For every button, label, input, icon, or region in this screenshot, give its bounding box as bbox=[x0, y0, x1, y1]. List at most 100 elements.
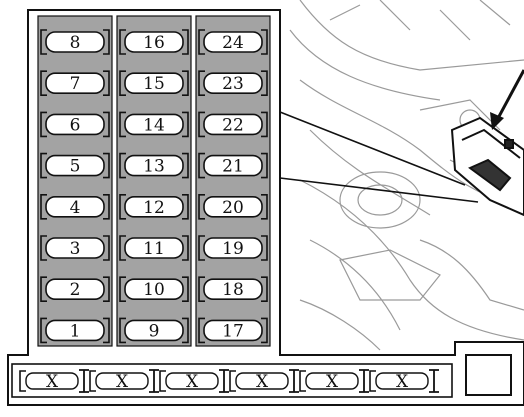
relay-body bbox=[305, 372, 359, 390]
fuse-slot: 11 bbox=[119, 235, 189, 261]
fuse-number: 17 bbox=[222, 321, 244, 341]
fuse-clip-left bbox=[40, 70, 47, 96]
relay-body bbox=[235, 372, 289, 390]
fuse-number: 8 bbox=[70, 33, 81, 53]
relay-slot: X bbox=[159, 369, 229, 393]
fuse-number: 1 bbox=[70, 321, 81, 341]
fuse-slot: 7 bbox=[40, 70, 110, 96]
fuse-clip-left bbox=[198, 317, 205, 344]
relay-separator bbox=[219, 369, 229, 393]
highlighted-fusebox bbox=[450, 116, 524, 217]
fuse-number: 24 bbox=[222, 33, 244, 53]
relay-slot: X bbox=[89, 369, 159, 393]
fuse-slot: 6 bbox=[40, 111, 110, 138]
fuse-clip-left bbox=[119, 111, 126, 138]
fuse-clip-left bbox=[198, 70, 205, 96]
fuse-number: 16 bbox=[143, 33, 165, 53]
fuse-clip-left bbox=[198, 111, 205, 138]
relay-clip-left bbox=[159, 370, 166, 392]
relay-slot: X bbox=[369, 369, 439, 393]
fuse-body bbox=[124, 31, 184, 53]
fuse-clip-right bbox=[261, 152, 268, 179]
fuse-slot: 8 bbox=[40, 29, 110, 55]
fuse-body bbox=[45, 196, 105, 218]
fuse-slot: 5 bbox=[40, 152, 110, 179]
fuse-slot: 2 bbox=[40, 276, 110, 302]
fuse-clip-right bbox=[182, 29, 189, 55]
relay-label: X bbox=[116, 372, 129, 392]
fuse-clip-left bbox=[40, 194, 47, 220]
fuse-clip-right bbox=[261, 194, 268, 220]
fuse-body bbox=[124, 154, 184, 177]
fuse-clip-right bbox=[261, 235, 268, 261]
relay-separator bbox=[79, 369, 89, 393]
fuse-body bbox=[203, 278, 263, 301]
fuse-number: 13 bbox=[143, 157, 165, 177]
fuse-body bbox=[45, 237, 105, 259]
fuse-clip-right bbox=[182, 111, 189, 138]
fuse-body bbox=[45, 113, 105, 136]
fuse-clip-left bbox=[40, 276, 47, 302]
relay-label: X bbox=[396, 372, 409, 392]
fuse-clip-right bbox=[182, 152, 189, 179]
fuse-number: 11 bbox=[143, 239, 165, 259]
fuse-clip-right bbox=[103, 194, 110, 220]
fuse-number: 19 bbox=[222, 239, 244, 259]
fuse-body bbox=[124, 196, 184, 218]
fuse-number: 22 bbox=[222, 115, 244, 135]
fuse-number: 6 bbox=[70, 115, 81, 135]
fuse-body bbox=[124, 319, 184, 342]
relay-label: X bbox=[186, 372, 199, 392]
fuse-slot: 9 bbox=[119, 317, 189, 344]
fuse-number: 3 bbox=[70, 239, 81, 259]
fuse-clip-right bbox=[182, 235, 189, 261]
relay-separator bbox=[429, 369, 439, 393]
fuse-clip-left bbox=[40, 111, 47, 138]
fuse-clip-right bbox=[103, 152, 110, 179]
fuse-number: 18 bbox=[222, 280, 244, 300]
fuse-clip-right bbox=[103, 235, 110, 261]
fuse-clip-right bbox=[261, 276, 268, 302]
relay-slot: X bbox=[229, 369, 299, 393]
fuse-slot: 15 bbox=[119, 70, 189, 96]
fuse-slot: 24 bbox=[198, 29, 268, 55]
relay-label: X bbox=[256, 372, 269, 392]
fuse-number: 4 bbox=[70, 198, 81, 218]
fuse-clip-left bbox=[40, 317, 47, 344]
fuse-body bbox=[124, 72, 184, 94]
fuse-body bbox=[45, 319, 105, 342]
fuse-number: 5 bbox=[70, 157, 81, 177]
fuse-clip-left bbox=[40, 235, 47, 261]
fuse-number: 2 bbox=[70, 280, 81, 300]
fuse-body bbox=[124, 278, 184, 301]
relay-slot: X bbox=[19, 369, 89, 393]
fuse-clip-right bbox=[103, 111, 110, 138]
fuse-clip-right bbox=[103, 70, 110, 96]
fuse-number: 9 bbox=[149, 321, 160, 341]
fuse-body bbox=[45, 72, 105, 94]
relay-clip-left bbox=[19, 370, 26, 392]
fuse-clip-right bbox=[261, 29, 268, 55]
fuse-clip-right bbox=[261, 111, 268, 138]
relay-body bbox=[95, 372, 149, 390]
fuse-slot: 19 bbox=[198, 235, 268, 261]
fuse-slot: 22 bbox=[198, 111, 268, 138]
fuse-slot: 23 bbox=[198, 70, 268, 96]
fuse-clip-left bbox=[119, 317, 126, 344]
fuse-body bbox=[203, 154, 263, 177]
fuse-clip-right bbox=[103, 276, 110, 302]
fuse-clip-right bbox=[182, 70, 189, 96]
fuse-clip-left bbox=[40, 29, 47, 55]
fuse-number: 21 bbox=[222, 157, 244, 177]
fuse-clip-right bbox=[261, 70, 268, 96]
relay-body bbox=[165, 372, 219, 390]
spare-socket bbox=[465, 354, 512, 396]
relay-clip-left bbox=[369, 370, 376, 392]
fuse-body bbox=[203, 196, 263, 218]
fuse-body bbox=[45, 31, 105, 53]
fuse-clip-left bbox=[119, 70, 126, 96]
fuse-body bbox=[203, 319, 263, 342]
fuse-clip-left bbox=[198, 235, 205, 261]
fuse-clip-left bbox=[119, 29, 126, 55]
